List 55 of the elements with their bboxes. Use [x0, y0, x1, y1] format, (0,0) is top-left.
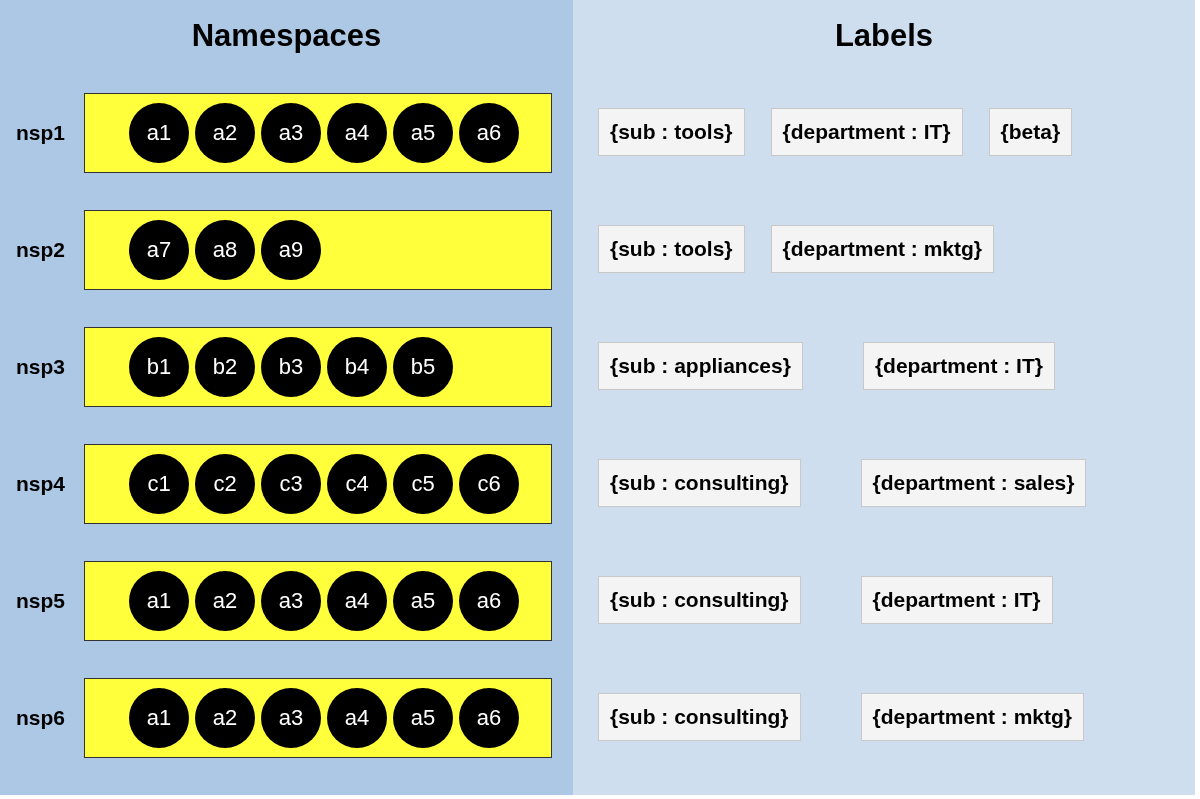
label-tag: {department : IT}	[770, 108, 963, 156]
label-tag: {department : IT}	[862, 342, 1055, 390]
circle-marker: a5	[393, 103, 453, 163]
circle-marker: c1	[129, 454, 189, 514]
circle-marker: a3	[261, 571, 321, 631]
circle-marker: a6	[459, 571, 519, 631]
circle-marker: b5	[393, 337, 453, 397]
label-tag: {department : IT}	[860, 576, 1053, 624]
circle-marker: c6	[459, 454, 519, 514]
label-tag: {sub : consulting}	[598, 693, 801, 741]
circle-marker: a1	[129, 688, 189, 748]
circle-marker: a4	[327, 571, 387, 631]
circle-marker: c4	[327, 454, 387, 514]
label-tag: {sub : consulting}	[598, 576, 801, 624]
namespace-label: nsp5	[16, 588, 65, 614]
circle-marker: b3	[261, 337, 321, 397]
label-tag: {department : sales}	[860, 459, 1087, 507]
circle-marker: b2	[195, 337, 255, 397]
label-tag: {sub : tools}	[598, 225, 745, 273]
namespace-label: nsp6	[16, 705, 65, 731]
namespace-label: nsp4	[16, 471, 65, 497]
circle-marker: a1	[129, 103, 189, 163]
circle-marker: a2	[195, 688, 255, 748]
circle-marker: a9	[261, 220, 321, 280]
circle-marker: a3	[261, 103, 321, 163]
circle-marker: a6	[459, 103, 519, 163]
panel-heading: Labels	[834, 18, 934, 54]
panel-background	[0, 0, 573, 795]
circle-marker: a8	[195, 220, 255, 280]
circle-marker: a1	[129, 571, 189, 631]
circle-marker: a5	[393, 571, 453, 631]
circle-marker: c5	[393, 454, 453, 514]
panel-heading: Namespaces	[191, 18, 382, 54]
circle-marker: a3	[261, 688, 321, 748]
circle-marker: c3	[261, 454, 321, 514]
label-tag: {department : mktg}	[770, 225, 995, 273]
label-tag: {beta}	[988, 108, 1073, 156]
label-tag: {sub : consulting}	[598, 459, 801, 507]
circle-marker: a2	[195, 103, 255, 163]
circle-marker: a7	[129, 220, 189, 280]
circle-marker: a6	[459, 688, 519, 748]
namespace-label: nsp1	[16, 120, 65, 146]
namespace-label: nsp3	[16, 354, 65, 380]
panel-background	[573, 0, 1195, 795]
label-tag: {department : mktg}	[860, 693, 1085, 741]
circle-marker: b1	[129, 337, 189, 397]
circle-marker: a4	[327, 688, 387, 748]
circle-marker: a5	[393, 688, 453, 748]
label-tag: {sub : tools}	[598, 108, 745, 156]
circle-marker: c2	[195, 454, 255, 514]
label-tag: {sub : appliances}	[598, 342, 803, 390]
circle-marker: a2	[195, 571, 255, 631]
circle-marker: b4	[327, 337, 387, 397]
circle-marker: a4	[327, 103, 387, 163]
namespace-label: nsp2	[16, 237, 65, 263]
